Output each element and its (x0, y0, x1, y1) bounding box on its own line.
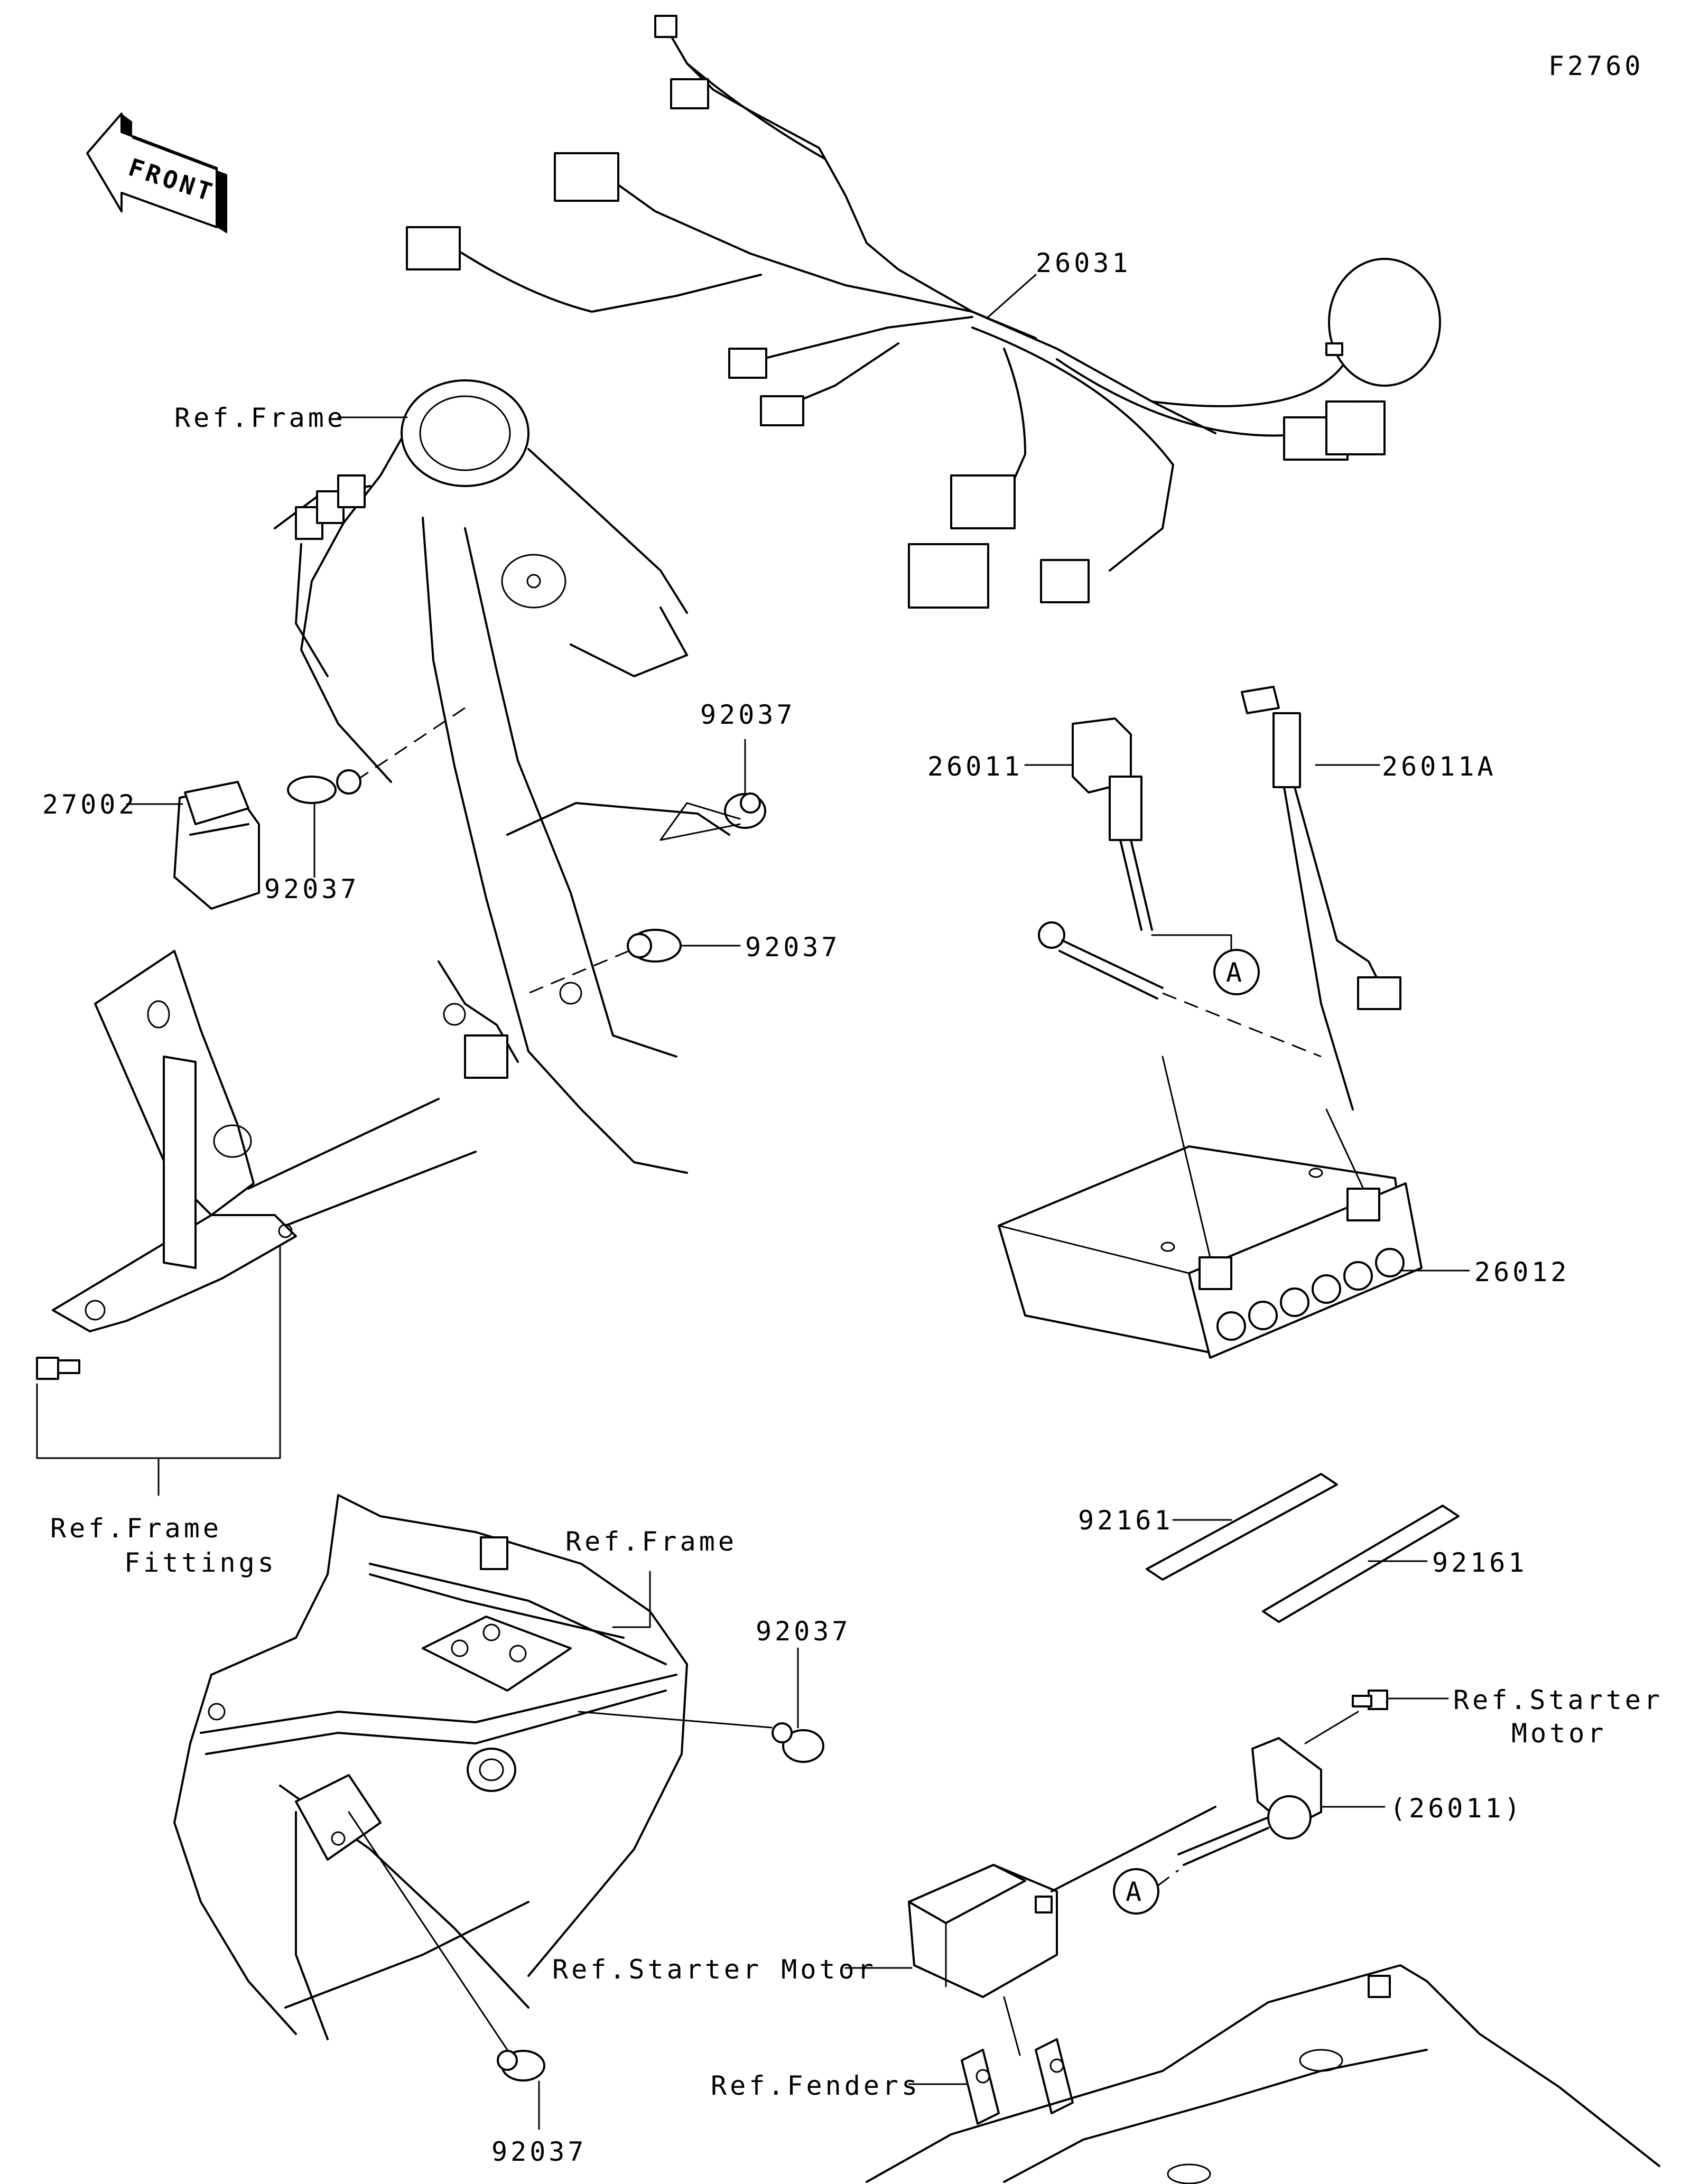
bolt-icon (36, 1357, 80, 1380)
starter-cable-end (1177, 1737, 1322, 1866)
clamp-icon (724, 792, 766, 829)
diagram-id: F2760 (1548, 51, 1644, 81)
clamp-icon (497, 2050, 545, 2082)
label-cable-pos: 26011 (927, 751, 1023, 782)
clamp-icon (627, 929, 682, 963)
callout-a-circle (1213, 949, 1260, 995)
callout-a-bottom: A (1126, 1877, 1141, 1907)
label-cable-neg: 26011A (1382, 751, 1497, 782)
starter-relay (908, 1864, 1058, 1998)
label-starter-motor-ref: Ref.Starter Motor (552, 1954, 877, 1985)
battery-band-b (1262, 1505, 1460, 1623)
label-band-a: 92161 (1078, 1505, 1174, 1536)
label-fenders-ref: Ref.Fenders (711, 2070, 921, 2101)
label-clamp-e: 92037 (491, 2136, 587, 2167)
label-clamp-d: 92037 (756, 1616, 851, 1647)
frame-lower (173, 1494, 688, 2040)
callout-a-circle-bottom (1113, 1868, 1159, 1915)
label-battery: 26012 (1474, 1257, 1570, 1287)
label-frame-fittings-1: Ref.Frame (50, 1513, 222, 1544)
clamp-icon (772, 1722, 824, 1763)
label-band-b: 92161 (1432, 1547, 1528, 1578)
fender-bracket (961, 1996, 1074, 2125)
positive-cable (1038, 717, 1322, 1058)
battery-band-a (1146, 1473, 1338, 1581)
clamp-icon (287, 769, 361, 804)
fuse-box (173, 781, 260, 910)
battery (998, 1145, 1423, 1359)
label-starter-motor-1: Ref.Starter (1453, 1685, 1663, 1715)
fuse-bracket (52, 950, 297, 1332)
label-frame-fittings-2: Fittings (124, 1547, 277, 1578)
callout-a-top: A (1226, 957, 1242, 988)
label-cable-pos-ref: (26011) (1390, 1793, 1523, 1824)
label-harness: 26031 (1036, 248, 1131, 278)
label-starter-motor-2: Motor (1511, 1718, 1607, 1749)
label-clamp-a: 92037 (264, 874, 360, 904)
starter-bolt-icon (1352, 1690, 1388, 1710)
label-clamp-b: 92037 (700, 699, 796, 730)
label-fuse-box: 27002 (42, 789, 138, 820)
label-frame-top: Ref.Frame (174, 403, 346, 433)
label-clamp-c: 92037 (745, 932, 841, 963)
label-frame-bottom: Ref.Frame (565, 1526, 737, 1557)
negative-cable (1241, 686, 1401, 1110)
rear-fender (866, 1964, 1660, 2184)
wiring-harness (406, 15, 1441, 609)
frame-upper (274, 379, 730, 1174)
front-arrow-icon: FRONT (86, 113, 227, 234)
